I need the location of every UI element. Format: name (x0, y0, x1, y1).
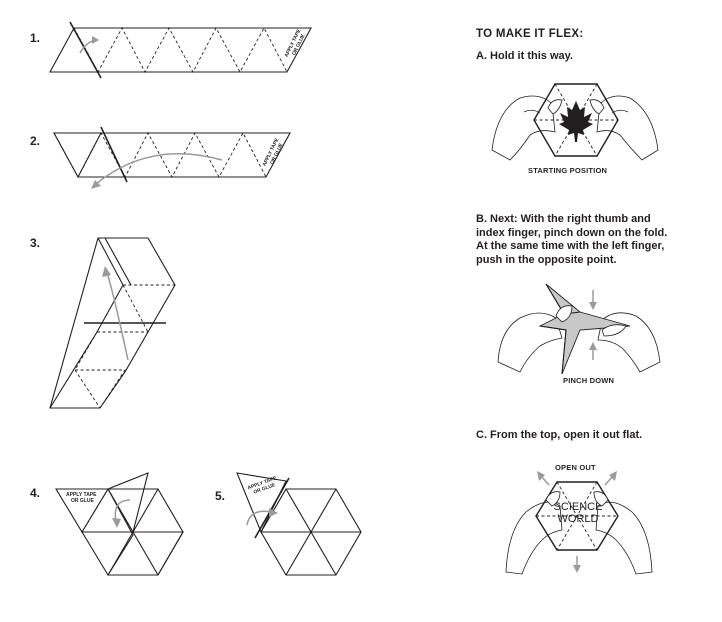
step5-hexagon-diagram: APPLY TAPE OR GLUE (236, 472, 362, 576)
step-number-3: 3. (30, 236, 41, 250)
step4-hexagon-diagram: APPLY TAPE OR GLUE (55, 472, 184, 576)
starting-position-illustration (491, 83, 659, 161)
logo-line-science: SCIENCE (554, 501, 603, 513)
caption-starting-position: STARTING POSITION (528, 166, 608, 175)
step-number-2: 2. (30, 134, 41, 148)
instruction-b-line3: At the same time with the left finger, (476, 240, 665, 252)
step4-label-line2: OR GLUE (71, 498, 94, 504)
instruction-b-line4: push in the opposite point. (476, 253, 617, 266)
flex-heading: TO MAKE IT FLEX: (476, 28, 584, 40)
instruction-a: A. Hold it this way. (476, 50, 573, 62)
step2-strip-diagram: APPLY TAPE OR GLUE (53, 126, 291, 189)
instruction-b-line2: index finger, pinch down on the fold. (476, 226, 668, 239)
pinch-down-illustration (497, 283, 661, 375)
instruction-b-line1: B. Next: With the right thumb and (476, 213, 651, 225)
instruction-c: C. From the top, open it out flat. (476, 429, 643, 441)
step4-label-line1: APPLY TAPE (66, 492, 97, 498)
step3-zigzag-diagram (49, 237, 176, 409)
open-out-illustration: SCIENCE WORLD (505, 471, 653, 575)
step-number-1: 1. (30, 31, 41, 45)
maple-leaf-icon (559, 101, 593, 142)
step-number-4: 4. (30, 486, 41, 500)
caption-open-out: OPEN OUT (555, 463, 596, 472)
step-number-5: 5. (215, 489, 226, 503)
logo-line-world: WORLD (558, 513, 599, 525)
instruction-b: B. Next: With the right thumb and index … (476, 213, 667, 267)
caption-pinch-down: PINCH DOWN (563, 376, 615, 385)
